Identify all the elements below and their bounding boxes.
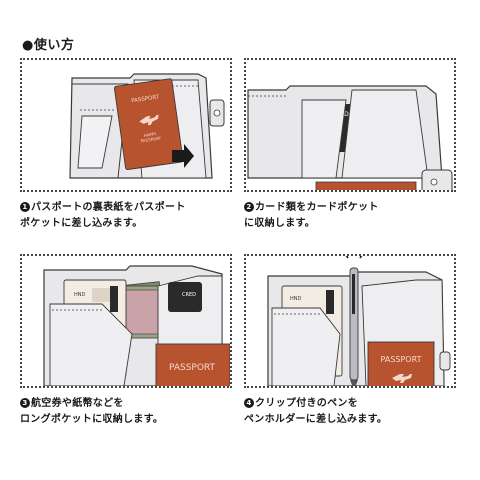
passport-label: PASSPORT	[131, 94, 160, 104]
passport-book: PASSPORT HAPPY PASSPORT	[113, 78, 184, 170]
svg-text:PASSPORT: PASSPORT	[381, 355, 422, 364]
step-number-badge: 1	[20, 202, 30, 212]
motion-lines-icon	[345, 256, 363, 259]
passport-label: PASSPORT	[169, 363, 216, 373]
clip-pen	[349, 267, 359, 386]
svg-text:HND: HND	[290, 296, 302, 302]
svg-text:CRED: CRED	[182, 292, 196, 298]
passport-book: PASSPORT	[155, 343, 230, 386]
passport-book: PASSPORT	[367, 341, 435, 386]
step-number-badge: 3	[20, 398, 30, 408]
step-4-illustration: HND CRED PASSPORT	[244, 254, 456, 388]
ticket-code: HND	[74, 292, 86, 298]
step-3-illustration: HND CRED PASSPORT	[20, 254, 232, 388]
step-number-badge: 2	[244, 202, 254, 212]
svg-text:PASSPORT: PASSPORT	[140, 136, 162, 144]
step-number-badge: 4	[244, 398, 254, 408]
section-title: ●使い方	[22, 38, 75, 53]
arrow-right-icon	[172, 144, 194, 168]
step-2-illustration: CRED	[244, 58, 456, 192]
step-1-illustration: PASSPORT HAPPY PASSPORT	[20, 58, 232, 192]
svg-text:HAPPY: HAPPY	[143, 131, 157, 138]
